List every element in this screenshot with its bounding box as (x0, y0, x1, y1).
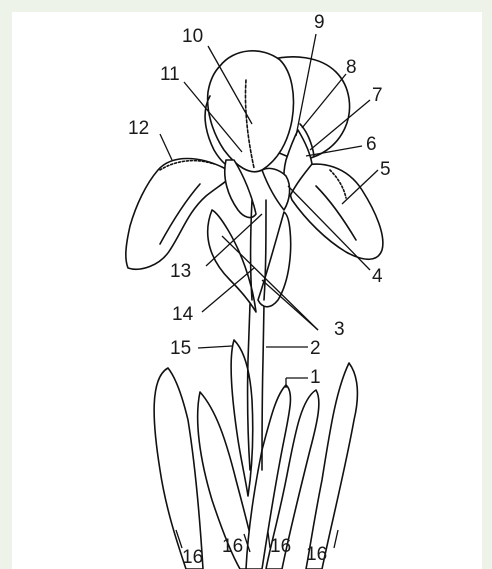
label-6: 6 (366, 134, 377, 155)
label-2: 2 (310, 338, 321, 359)
leader-15 (198, 346, 232, 348)
label-16-third: 16 (270, 536, 291, 557)
leader-16d (334, 530, 338, 548)
leaves (154, 340, 357, 569)
spathe-right (258, 212, 291, 307)
perianth-tube-left (251, 200, 253, 300)
label-16-first: 16 (182, 547, 203, 568)
label-14: 14 (172, 304, 194, 325)
leader-12 (160, 134, 172, 160)
label-1: 1 (310, 367, 321, 388)
label-16-fourth: 16 (306, 544, 327, 565)
label-7: 7 (372, 85, 383, 106)
label-4: 4 (372, 266, 383, 287)
label-9: 9 (314, 12, 325, 33)
label-5: 5 (380, 159, 391, 180)
spathe-left (208, 210, 256, 312)
standards (205, 51, 349, 172)
label-15: 15 (170, 338, 191, 359)
label-3: 3 (334, 319, 345, 340)
label-11: 11 (160, 64, 180, 85)
label-12: 12 (128, 118, 149, 139)
label-8: 8 (346, 57, 357, 78)
label-13: 13 (170, 261, 191, 282)
label-16-second: 16 (222, 536, 243, 557)
label-10: 10 (182, 26, 203, 47)
